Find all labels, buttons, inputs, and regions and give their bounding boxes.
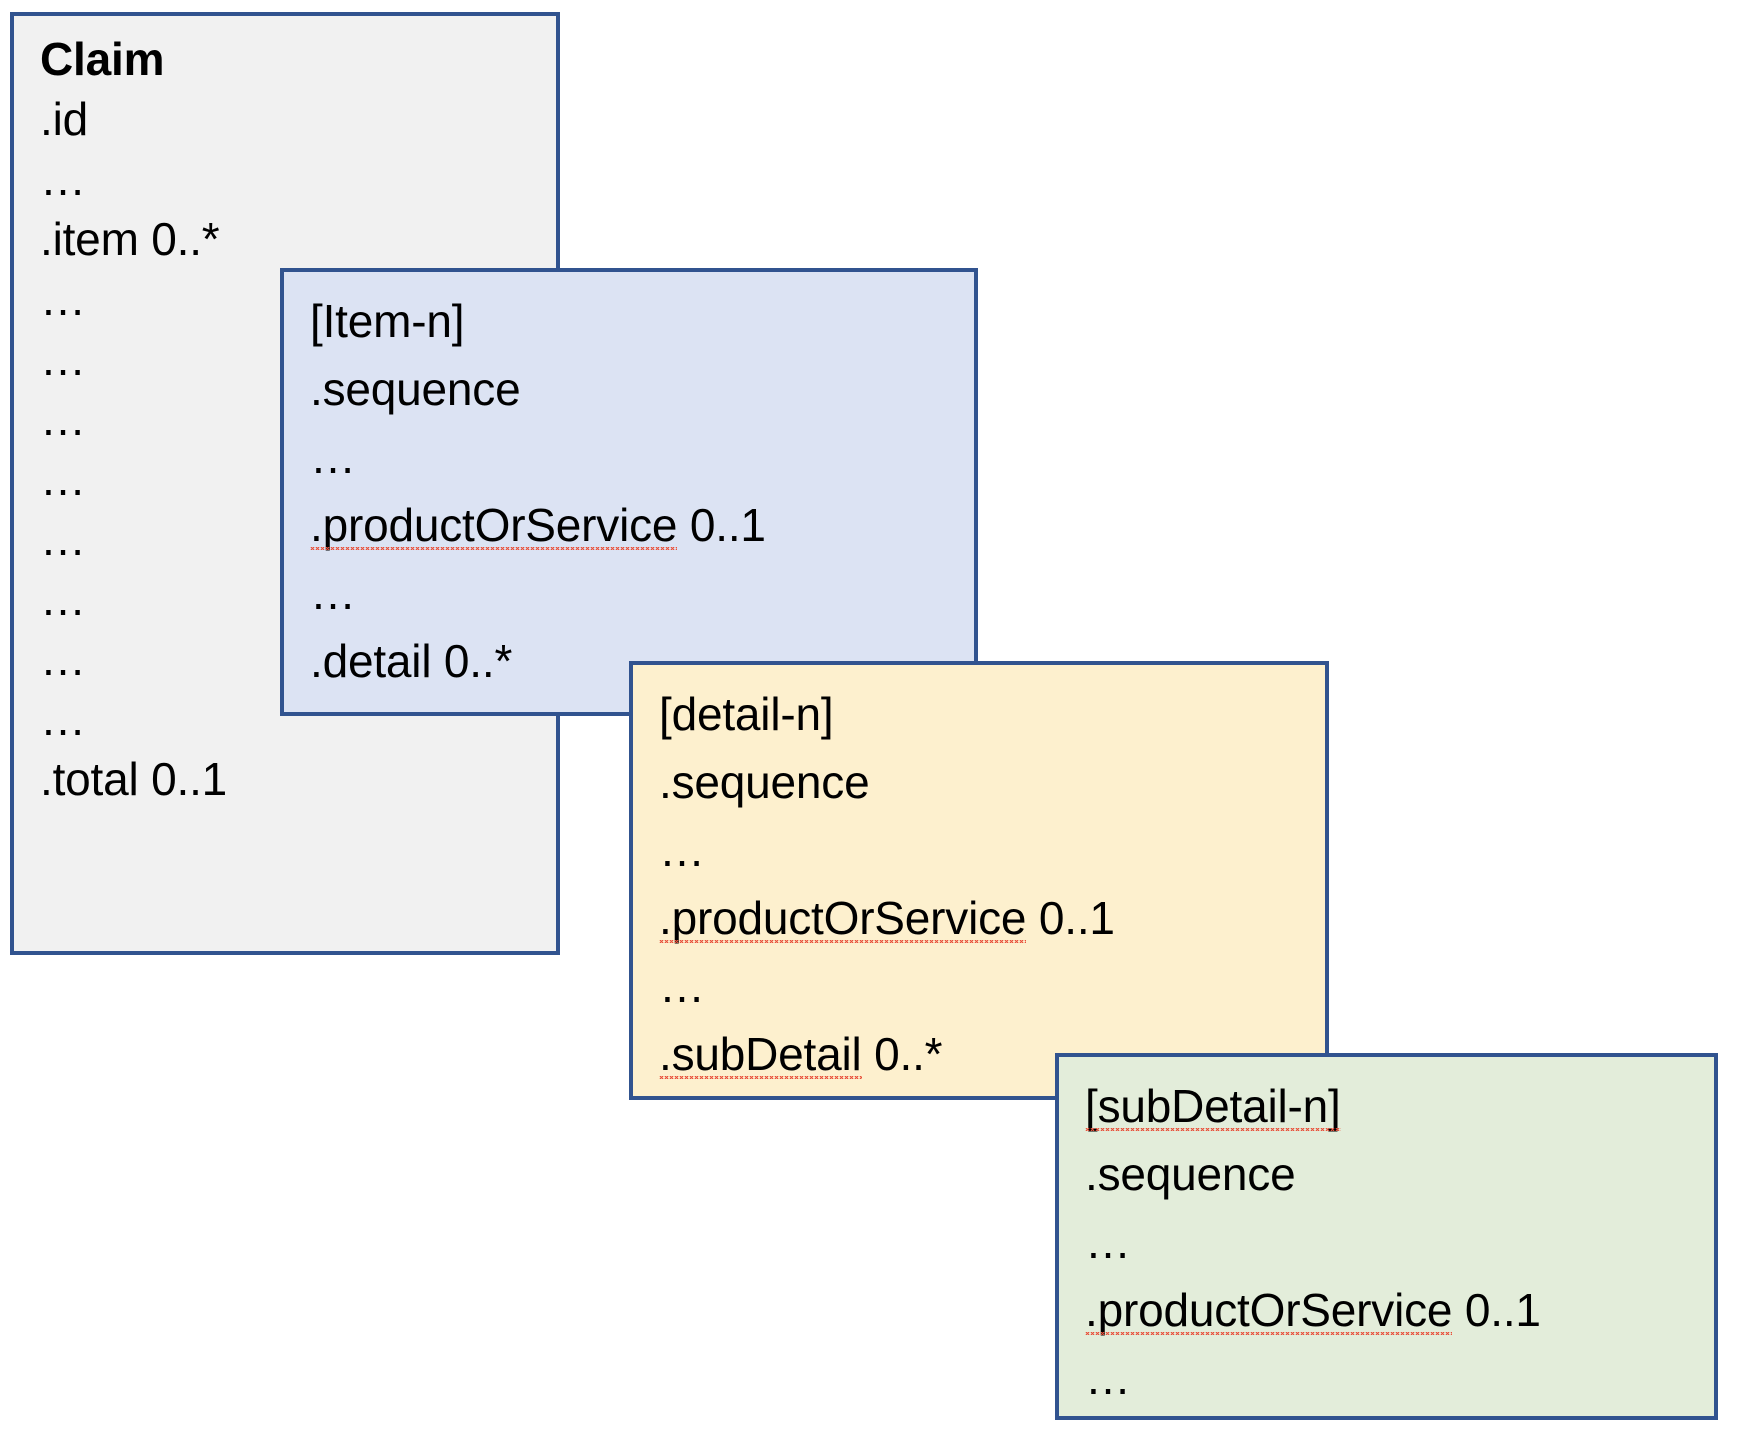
claim-ellipsis-4: … [40, 393, 86, 445]
subdetail-field-productorservice: .productOrService 0..1 [1085, 1284, 1688, 1336]
subdetail-resource-box: [subDetail-n] .sequence … .productOrServ… [1055, 1053, 1718, 1420]
item-ellipsis-2: … [310, 567, 356, 619]
claim-field-total: .total 0..1 [40, 753, 228, 805]
claim-ellipsis-2: … [40, 273, 86, 325]
claim-ellipsis-3: … [40, 333, 86, 385]
subdetail-ellipsis-1: … [1085, 1216, 1131, 1268]
item-productorservice-cardinality: 0..1 [677, 499, 766, 551]
detail-productorservice-label: .productOrService [659, 892, 1027, 944]
claim-ellipsis-7: … [40, 573, 86, 625]
detail-subdetail-cardinality: 0..* [861, 1028, 943, 1080]
claim-ellipsis-9: … [40, 693, 86, 745]
subdetail-field-sequence: .sequence [1085, 1148, 1296, 1200]
detail-ellipsis-1: … [659, 824, 705, 876]
subdetail-productorservice-label: .productOrService [1085, 1284, 1453, 1336]
detail-productorservice-cardinality: 0..1 [1026, 892, 1115, 944]
detail-subdetail-label: .subDetail [659, 1028, 862, 1080]
claim-field-item: .item 0..* [40, 213, 220, 265]
detail-field-subdetail: .subDetail 0..* [659, 1028, 1299, 1080]
detail-title: [detail-n] [659, 688, 834, 740]
subdetail-productorservice-cardinality: 0..1 [1452, 1284, 1541, 1336]
claim-ellipsis-1: … [40, 153, 86, 205]
claim-ellipsis-6: … [40, 513, 86, 565]
claim-ellipsis-8: … [40, 633, 86, 685]
detail-field-sequence: .sequence [659, 756, 870, 808]
subdetail-title-label: [subDetail-n] [1085, 1080, 1341, 1132]
item-resource-box: [Item-n] .sequence … .productOrService 0… [280, 268, 978, 716]
item-ellipsis-1: … [310, 431, 356, 483]
item-field-detail: .detail 0..* [310, 635, 513, 687]
detail-field-productorservice: .productOrService 0..1 [659, 892, 1299, 944]
item-productorservice-label: .productOrService [310, 499, 678, 551]
item-field-productorservice: .productOrService 0..1 [310, 499, 948, 551]
detail-resource-box: [detail-n] .sequence … .productOrService… [629, 661, 1329, 1100]
claim-ellipsis-5: … [40, 453, 86, 505]
subdetail-title: [subDetail-n] [1085, 1080, 1688, 1132]
subdetail-ellipsis-2: … [1085, 1352, 1131, 1404]
detail-ellipsis-2: … [659, 960, 705, 1012]
item-title: [Item-n] [310, 295, 465, 347]
claim-field-id: .id [40, 93, 88, 145]
claim-title: Claim [40, 33, 165, 85]
item-field-sequence: .sequence [310, 363, 521, 415]
